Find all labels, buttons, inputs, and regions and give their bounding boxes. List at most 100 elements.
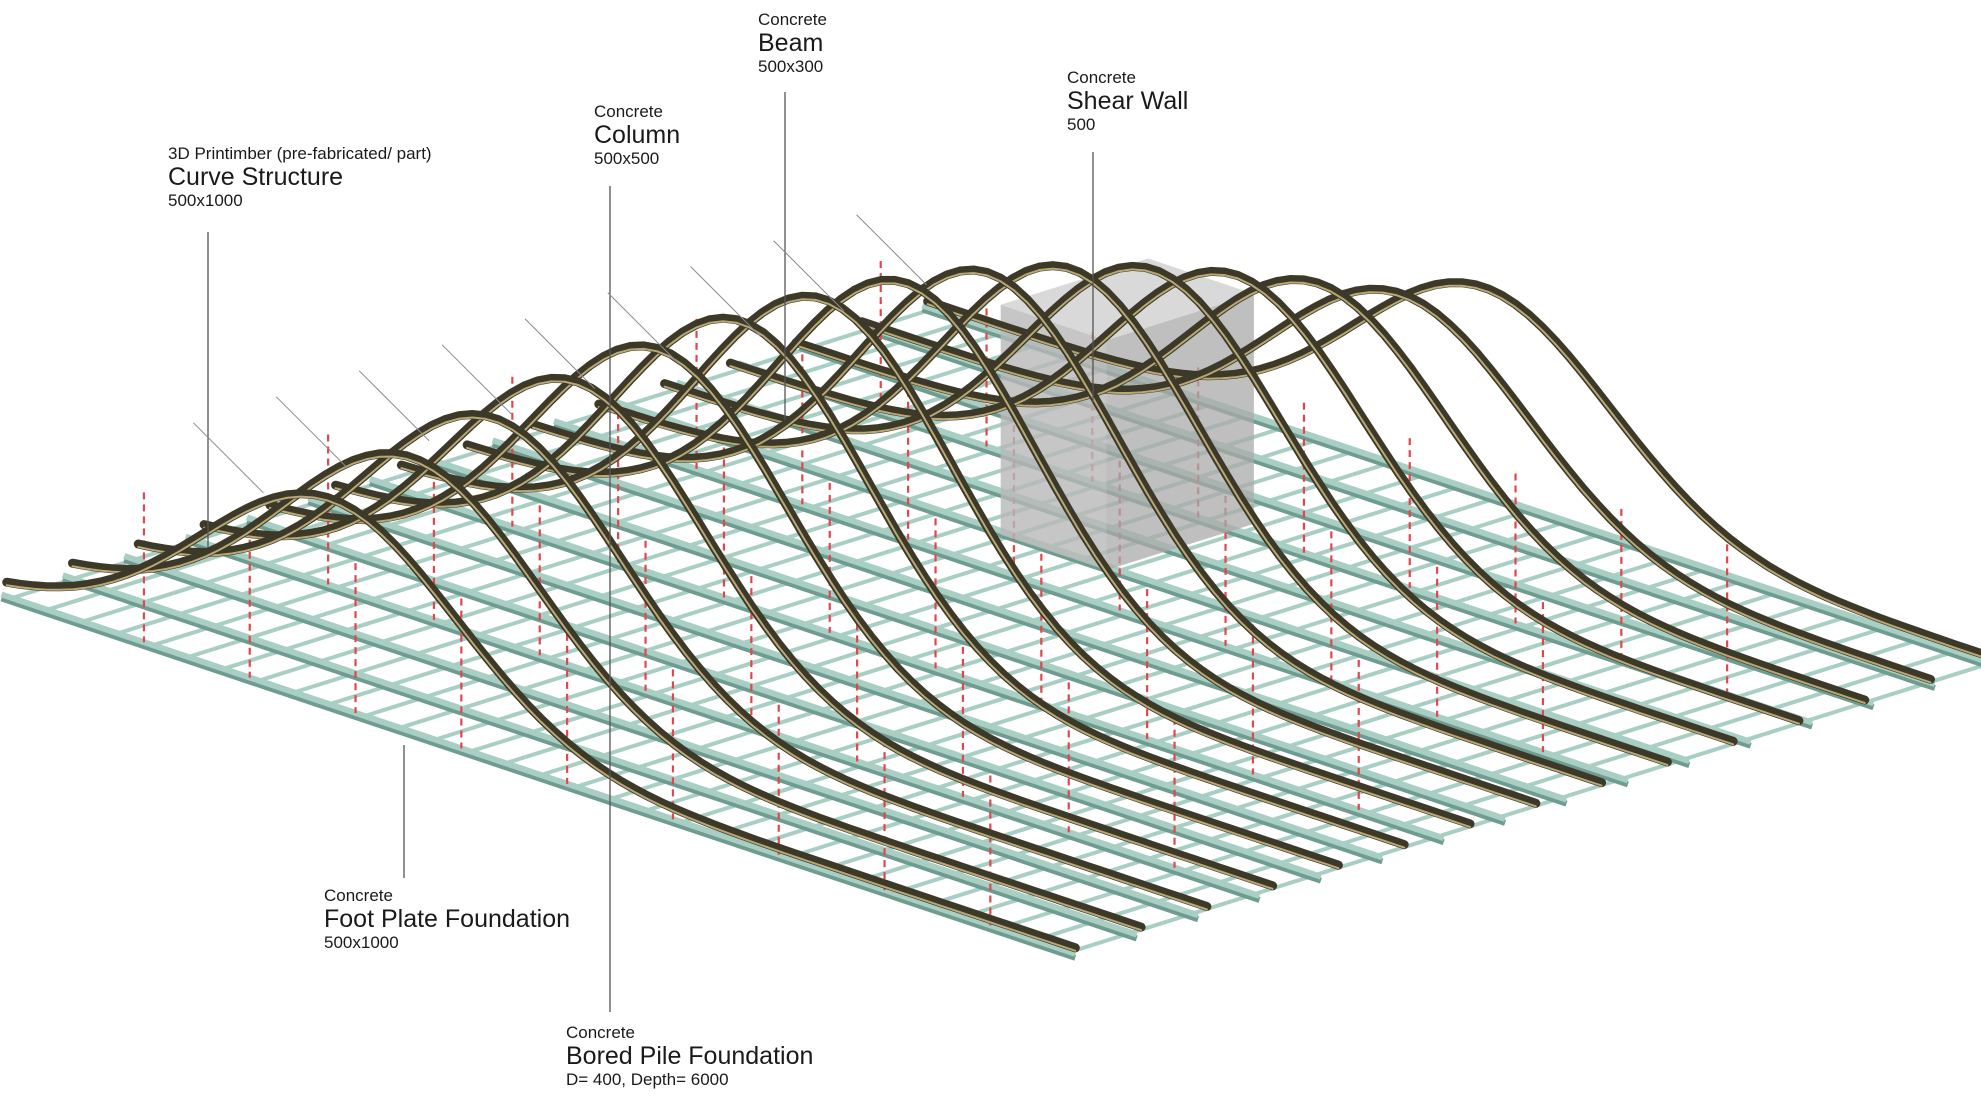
grid-transverse-beam [716,543,1639,836]
curve-rib [68,449,1146,932]
shear-wall-side [1106,293,1254,571]
grid-transverse-beam [857,590,1780,884]
label-curve-structure: 3D Printimber (pre-fabricated/ part) Cur… [168,144,432,210]
rib-pointer-line [773,240,844,312]
beam-material: Concrete [758,10,827,29]
rib-pointer-line [856,214,927,286]
grid-transverse-beam [998,637,1922,931]
curve-rib-highlight [334,320,1406,849]
foot-plate-beam-shadow [553,422,1629,788]
curve-rib-highlight [532,271,1603,787]
foot-plate-beam [184,533,1261,899]
curve-rib [331,313,1409,850]
curve-rib [2,489,1080,953]
grid-transverse-beam [963,625,1886,919]
foot-plate-beam-shadow [491,441,1568,807]
grid-transverse-beam [928,613,1851,907]
curve-rib [725,266,1804,726]
foot-plate-beam [614,398,1691,764]
label-foot-plate-foundation: Concrete Foot Plate Foundation 500x1000 [324,886,570,952]
rib-pointer-line [275,396,347,468]
curve-rib-highlight [71,455,1143,932]
shear-wall-dimension: 500 [1067,115,1096,135]
curve-rib-highlight [466,282,1537,808]
curve-structure-material: 3D Printimber (pre-fabricated/ part) [168,144,432,163]
curve-rib-highlight [137,416,1208,911]
leader-lines [193,92,1094,1012]
rib-pointer-line [524,318,596,390]
foot-plate-beam-shadow [307,499,1384,865]
curve-structure-dimension: 500x1000 [168,191,243,211]
curve-rib-highlight [926,284,1981,658]
foot-plate-dimension: 500x1000 [324,933,399,953]
bored-pile-material: Concrete [566,1023,635,1042]
foot-plate-name: Foot Plate Foundation [324,905,570,934]
bored-pile-dimension: D= 400, Depth= 6000 [566,1070,729,1090]
grid-transverse-beam [610,507,1534,801]
beam-name: Beam [758,29,824,58]
foot-plate-beam [553,418,1629,784]
curve-rib-highlight [795,281,1866,704]
foot-plate-beam-shadow [184,537,1261,903]
curve-rib-highlight [400,298,1471,828]
grid-transverse-beam [646,519,1569,813]
rib-pointer-line [607,292,679,364]
foot-plate-beam-shadow [0,595,1077,961]
curve-rib-highlight [203,380,1274,890]
curve-structure-name: Curve Structure [168,163,344,192]
curve-rib [199,373,1278,891]
grid-transverse-beam [1034,649,1957,943]
grid-transverse-beam [505,472,1428,766]
shear-wall-material: Concrete [1067,68,1136,87]
column-dimension: 500x500 [594,149,660,169]
label-bored-pile-foundation: Concrete Bored Pile Foundation D= 400, D… [566,1023,813,1089]
foot-plate-beam-shadow [123,557,1200,923]
label-beam: Concrete Beam 500x300 [758,10,827,76]
grid-transverse-beam [575,495,1498,789]
bored-pile-name: Bored Pile Foundation [566,1042,814,1071]
foot-plate-beam [491,437,1568,803]
curve-rib [462,275,1541,808]
curve-rib-highlight [729,273,1800,725]
foot-plate-beam-shadow [61,576,1138,942]
foot-plate-beam [368,476,1445,842]
curve-structure-ribs [2,261,1981,953]
curve-rib [396,291,1475,829]
shear-wall-name: Shear Wall [1067,87,1189,116]
grid-transverse-beam [81,330,1005,624]
grid-transverse-beam [223,377,1146,671]
rib-pointer-line [690,266,762,338]
column-material: Concrete [594,102,663,121]
grid-transverse-beam [893,602,1816,895]
foot-plate-material: Concrete [324,886,393,905]
grid-transverse-beam [46,318,969,612]
shear-wall-core [1000,258,1254,571]
grid-transverse-beam [822,578,1745,872]
foot-plate-beam-shadow [798,345,1875,711]
curve-rib [923,278,1981,659]
curve-rib [265,341,1343,870]
curve-rib-highlight [5,495,1077,952]
curve-rib [857,284,1935,684]
curve-rib [528,265,1607,788]
rib-pointer-line [193,422,264,494]
label-shear-wall: Concrete Shear Wall 500 [1067,68,1188,134]
curve-rib [791,274,1870,705]
curve-rib-highlight [597,267,1669,766]
beam-dimension: 500x300 [758,57,824,77]
rib-pointer-line [441,344,513,416]
foot-plate-beam [307,495,1384,861]
curve-rib [133,409,1212,911]
curve-rib [594,261,1672,767]
grid-transverse-beam [1069,664,1981,954]
foot-plate-beam-shadow [368,480,1445,846]
grid-transverse-beam [540,484,1463,777]
label-column: Concrete Column 500x500 [594,102,680,168]
foot-plate-beam [0,591,1077,957]
foot-plate-beam [61,572,1138,938]
rib-pointer-line [358,370,430,442]
grid-transverse-beam [787,566,1710,860]
curve-rib-highlight [268,347,1340,870]
curve-rib-highlight [860,291,1932,684]
